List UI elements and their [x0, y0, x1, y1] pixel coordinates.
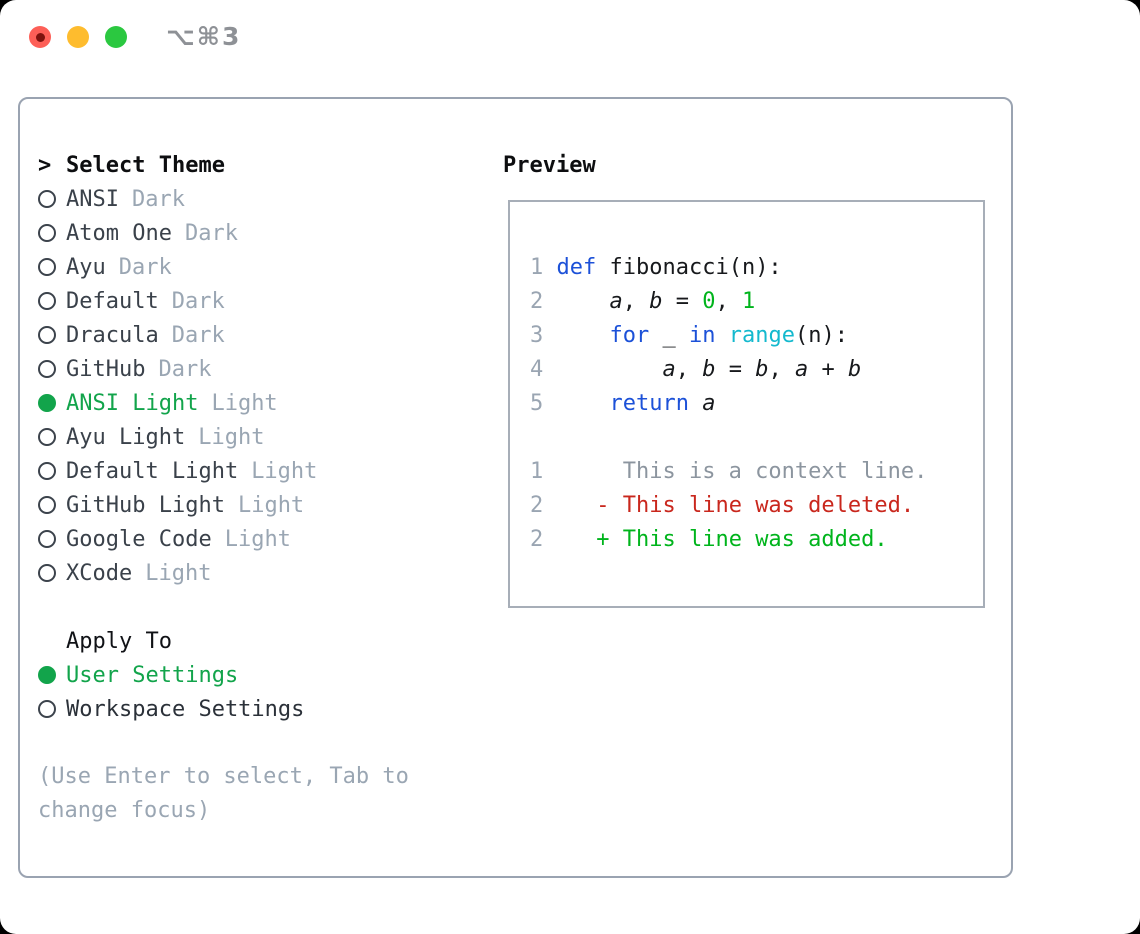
- code-line: 4 a, b = b, a + b: [530, 357, 862, 382]
- theme-option-dracula-dark[interactable]: Dracula Dark: [38, 318, 498, 352]
- theme-name: Google Code: [66, 526, 212, 552]
- zoom-button[interactable]: [105, 26, 127, 48]
- code-line: 5 return a: [530, 391, 716, 416]
- theme-name: Ayu Light: [66, 424, 186, 450]
- apply-to-header-row: Apply To: [38, 624, 498, 658]
- titlebar: ⌥⌘3: [0, 0, 1140, 74]
- diff-context-line: 1 This is a context line.: [530, 459, 928, 484]
- theme-name: XCode: [66, 560, 133, 586]
- radio-icon: [38, 292, 56, 310]
- theme-variant: Dark: [131, 186, 185, 212]
- theme-variant: Dark: [158, 356, 212, 382]
- radio-icon: [38, 700, 56, 718]
- radio-icon: [38, 428, 56, 446]
- help-text: (Use Enter to select, Tab to change focu…: [38, 764, 409, 823]
- radio-icon: [38, 530, 56, 548]
- theme-variant: Light: [224, 526, 291, 552]
- radio-icon: [38, 326, 56, 344]
- blank-line: [530, 421, 927, 455]
- radio-icon: [38, 462, 56, 480]
- theme-selector-panel: > Select Theme ANSI Dark Atom One Dark A…: [18, 97, 1013, 878]
- radio-icon: [38, 190, 56, 208]
- spacer: [38, 726, 498, 760]
- left-column: > Select Theme ANSI Dark Atom One Dark A…: [38, 148, 498, 828]
- radio-icon: [38, 496, 56, 514]
- theme-variant: Dark: [171, 322, 225, 348]
- radio-icon: [38, 564, 56, 582]
- spacer: [38, 590, 498, 624]
- radio-selected-icon: [38, 394, 56, 412]
- theme-name: Dracula: [66, 322, 159, 348]
- radio-selected-icon: [38, 666, 56, 684]
- preview-box: 1 def fibonacci(n): 2 a, b = 0, 1 3 for …: [508, 200, 985, 608]
- theme-name: Default: [66, 288, 159, 314]
- select-theme-header-row: > Select Theme: [38, 148, 498, 182]
- apply-to-header: Apply To: [66, 628, 172, 654]
- code-line: 2 a, b = 0, 1: [530, 289, 756, 314]
- theme-option-default-light[interactable]: Default Light Light: [38, 454, 498, 488]
- code-line: 3 for _ in range(n):: [530, 323, 848, 348]
- radio-icon: [38, 258, 56, 276]
- theme-option-xcode[interactable]: XCode Light: [38, 556, 498, 590]
- theme-variant: Light: [211, 390, 278, 416]
- radio-icon: [38, 360, 56, 378]
- theme-option-ayu-dark[interactable]: Ayu Dark: [38, 250, 498, 284]
- code-preview: 1 def fibonacci(n): 2 a, b = 0, 1 3 for …: [510, 202, 927, 557]
- theme-name: GitHub: [66, 356, 146, 382]
- code-line: 1 def fibonacci(n):: [530, 255, 782, 280]
- theme-name: ANSI: [66, 186, 119, 212]
- theme-option-github-light[interactable]: GitHub Light Light: [38, 488, 498, 522]
- theme-name: Default Light: [66, 458, 239, 484]
- prompt-caret-icon: >: [38, 152, 52, 178]
- apply-option-user-settings[interactable]: User Settings: [38, 658, 498, 692]
- diff-deleted-line: 2 - This line was deleted.: [530, 493, 915, 518]
- theme-option-github-dark[interactable]: GitHub Dark: [38, 352, 498, 386]
- theme-variant: Dark: [184, 220, 238, 246]
- theme-name: ANSI Light: [66, 390, 199, 416]
- theme-option-ansi-dark[interactable]: ANSI Dark: [38, 182, 498, 216]
- apply-option-workspace-settings[interactable]: Workspace Settings: [38, 692, 498, 726]
- theme-variant: Light: [145, 560, 212, 586]
- theme-option-atom-one-dark[interactable]: Atom One Dark: [38, 216, 498, 250]
- minimize-button[interactable]: [67, 26, 89, 48]
- close-dot-icon: [35, 32, 45, 42]
- theme-name: GitHub Light: [66, 492, 225, 518]
- theme-variant: Light: [251, 458, 318, 484]
- apply-option-label: User Settings: [66, 662, 239, 688]
- theme-option-ansi-light[interactable]: ANSI Light Light: [38, 386, 498, 420]
- theme-option-default-dark[interactable]: Default Dark: [38, 284, 498, 318]
- theme-option-google-code[interactable]: Google Code Light: [38, 522, 498, 556]
- theme-variant: Dark: [118, 254, 172, 280]
- theme-variant: Dark: [171, 288, 225, 314]
- diff-added-line: 2 + This line was added.: [530, 527, 888, 552]
- theme-variant: Light: [237, 492, 305, 518]
- preview-header: Preview: [503, 153, 596, 178]
- theme-option-ayu-light[interactable]: Ayu Light Light: [38, 420, 498, 454]
- window-title: ⌥⌘3: [166, 22, 242, 51]
- close-button[interactable]: [29, 26, 51, 48]
- select-theme-header: Select Theme: [66, 152, 225, 178]
- theme-name: Atom One: [66, 220, 172, 246]
- theme-name: Ayu: [66, 254, 106, 280]
- apply-option-label: Workspace Settings: [66, 696, 305, 722]
- radio-icon: [38, 224, 56, 242]
- theme-variant: Light: [198, 424, 265, 450]
